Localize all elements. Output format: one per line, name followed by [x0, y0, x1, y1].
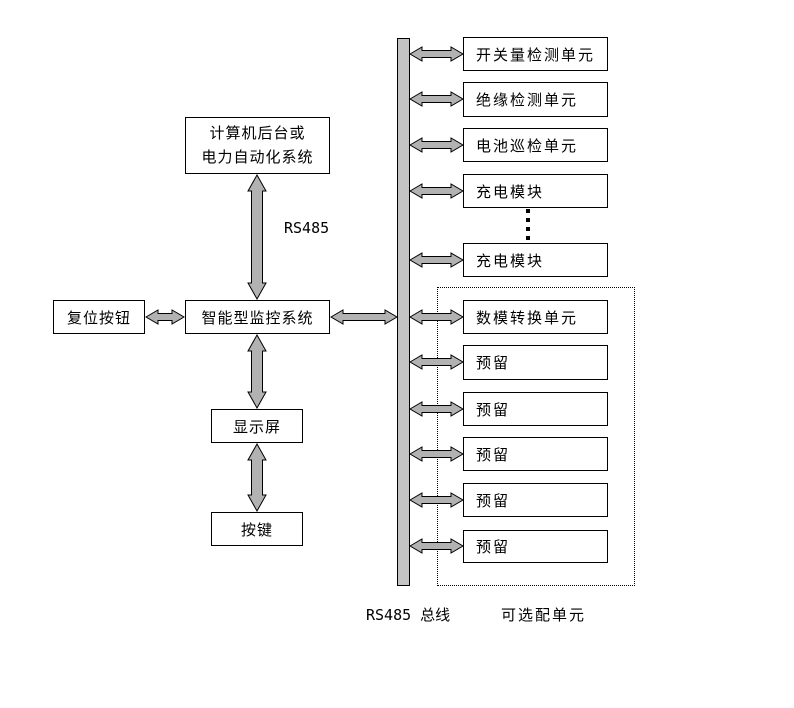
double-arrow-bus-unit-1 — [409, 46, 464, 62]
unit-reserved-1-box: 预留 — [463, 345, 608, 380]
double-arrow-monitor-bus — [330, 309, 398, 325]
unit-reserved-2-box: 预留 — [463, 392, 608, 426]
computer-backend-box: 计算机后台或 电力自动化系统 — [185, 117, 330, 174]
monitoring-system-box: 智能型监控系统 — [185, 300, 330, 334]
double-arrow-bus-unit-2 — [409, 91, 464, 107]
rs485-bus-bar — [397, 38, 410, 586]
unit-reserved-5-box: 预留 — [463, 530, 608, 563]
computer-backend-line1: 计算机后台或 — [209, 124, 306, 142]
double-arrow-bus-unit-5 — [409, 252, 464, 268]
unit-reserved-5-label: 预留 — [476, 539, 511, 556]
unit-switch-detection-label: 开关量检测单元 — [476, 46, 596, 64]
keys-label: 按键 — [240, 521, 273, 539]
double-arrow-bus-unit-6 — [409, 309, 464, 325]
optional-units-label: 可选配单元 — [501, 607, 587, 624]
double-arrow-bus-unit-4 — [409, 183, 464, 199]
unit-reserved-3-box: 预留 — [463, 437, 608, 471]
double-arrow-bus-unit-9 — [409, 446, 464, 462]
unit-reserved-3-label: 预留 — [476, 446, 511, 464]
rs485-link-label: RS485 — [284, 219, 330, 237]
computer-backend-line2: 电力自动化系统 — [201, 148, 314, 166]
double-arrow-monitor-display — [247, 334, 267, 409]
double-arrow-bus-unit-10 — [409, 492, 464, 508]
optional-units-group — [437, 287, 635, 586]
double-arrow-bus-unit-11 — [409, 538, 464, 554]
display-box: 显示屏 — [211, 409, 303, 443]
unit-charging-module-2-box: 充电模块 — [463, 243, 608, 277]
unit-insulation-detection-label: 绝缘检测单元 — [476, 92, 579, 109]
monitoring-system-label: 智能型监控系统 — [201, 309, 314, 327]
double-arrow-computer-monitor — [247, 174, 267, 300]
unit-reserved-4-label: 预留 — [476, 492, 511, 510]
reset-button-label: 复位按钮 — [66, 309, 131, 327]
display-label: 显示屏 — [232, 418, 281, 436]
unit-charging-module-1-box: 充电模块 — [463, 174, 608, 208]
unit-charging-module-1-label: 充电模块 — [476, 183, 545, 201]
unit-charging-module-2-label: 充电模块 — [476, 252, 545, 270]
unit-reserved-1-label: 预留 — [476, 355, 511, 372]
double-arrow-bus-unit-8 — [409, 401, 464, 417]
double-arrow-bus-unit-7 — [409, 354, 464, 370]
unit-battery-inspection-label: 电池巡检单元 — [476, 137, 579, 155]
keys-box: 按键 — [211, 512, 303, 546]
unit-da-conversion-box: 数模转换单元 — [463, 300, 608, 334]
bus-label: RS485 总线 — [366, 606, 451, 624]
double-arrow-reset-monitor — [145, 309, 185, 325]
unit-insulation-detection-box: 绝缘检测单元 — [463, 82, 608, 117]
unit-battery-inspection-box: 电池巡检单元 — [463, 128, 608, 162]
reset-button-box: 复位按钮 — [53, 300, 145, 334]
unit-da-conversion-label: 数模转换单元 — [476, 309, 579, 327]
double-arrow-bus-unit-3 — [409, 137, 464, 153]
unit-switch-detection-box: 开关量检测单元 — [463, 37, 608, 71]
unit-reserved-4-box: 预留 — [463, 483, 608, 517]
ellipsis-dashed-link — [526, 209, 530, 243]
double-arrow-display-keys — [247, 443, 267, 512]
unit-reserved-2-label: 预留 — [476, 401, 511, 419]
